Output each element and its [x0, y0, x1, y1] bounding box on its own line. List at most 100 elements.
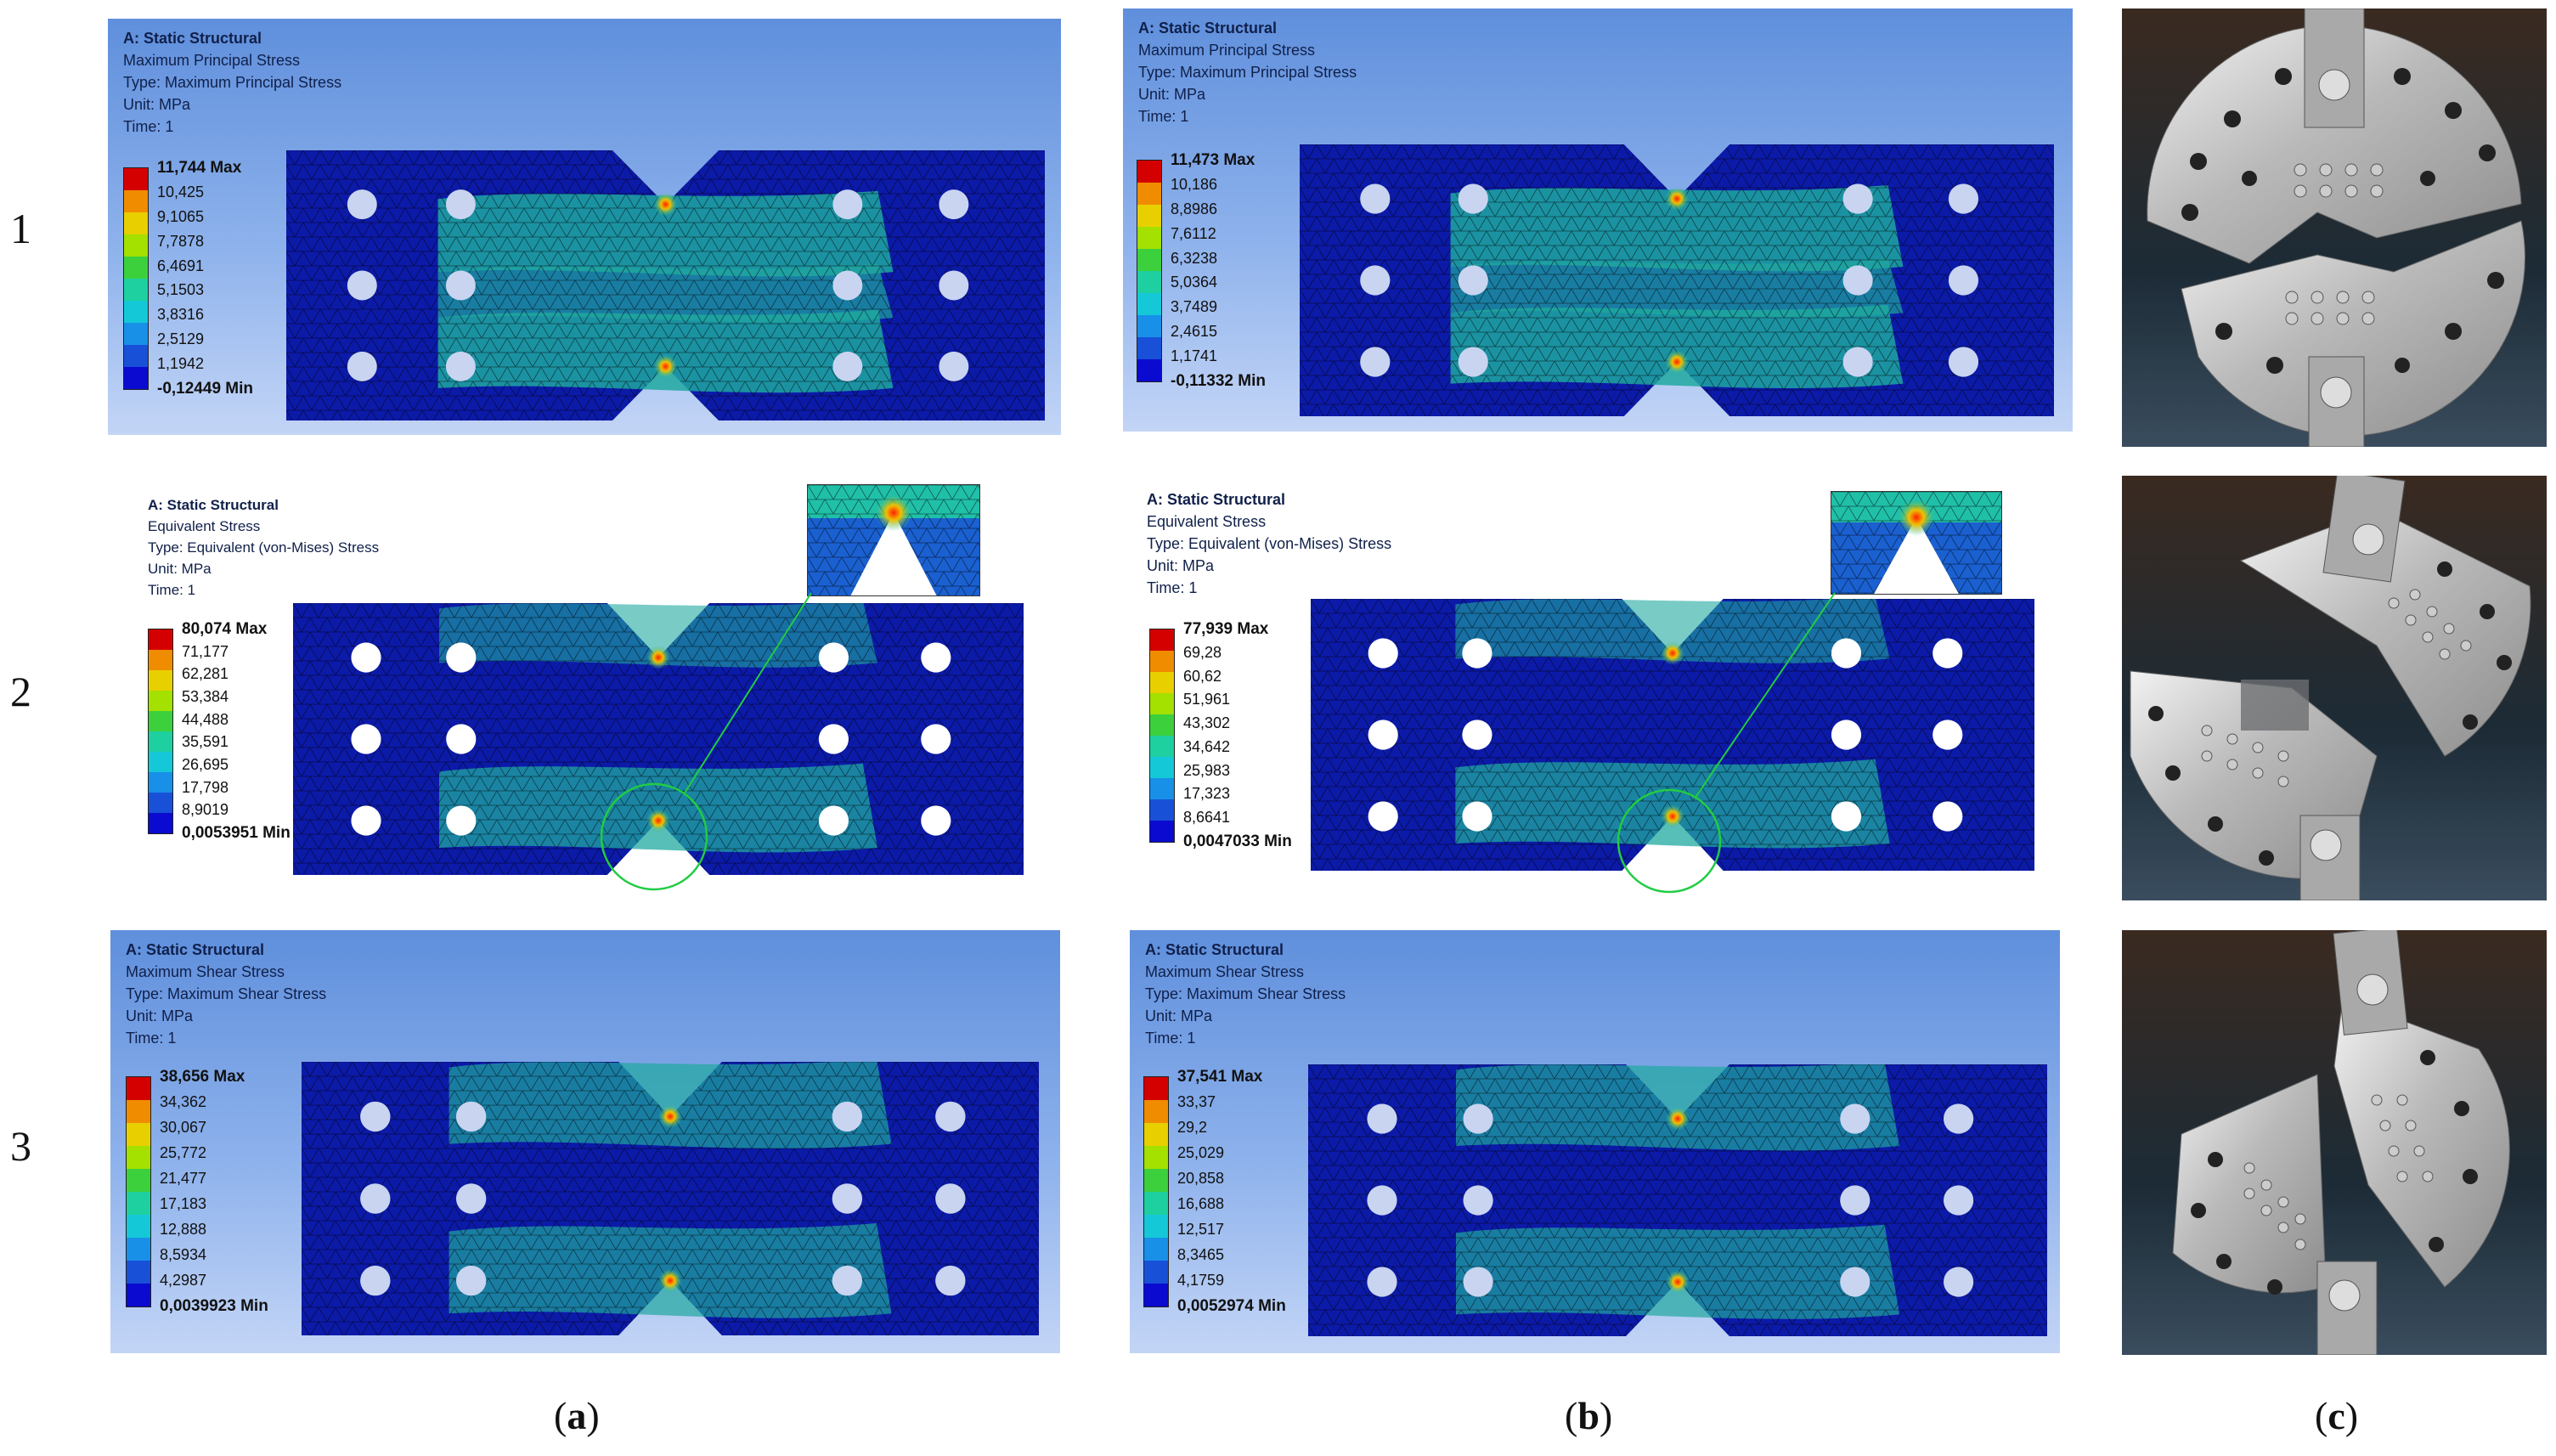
bolt-hole — [1368, 638, 1398, 669]
fractured-specimen-photo-2 — [2122, 476, 2547, 900]
result-unit: Unit: MPa — [148, 561, 212, 577]
bolt-hole — [832, 1101, 863, 1132]
legend-value: 51,961 — [1183, 691, 1231, 708]
result-unit: Unit: MPa — [123, 96, 191, 113]
stress-hotspot — [1665, 187, 1689, 211]
bolt-hole — [1368, 801, 1398, 832]
bolt-hole — [1367, 1103, 1397, 1134]
mesh-plate — [302, 1062, 1039, 1335]
legend-value: 35,591 — [182, 733, 229, 751]
fractured-specimen-photo-1 — [2122, 8, 2547, 447]
legend-max-value: 11,744 Max — [157, 159, 242, 177]
bolt-hole — [446, 642, 477, 673]
column-label-a: (a) — [554, 1394, 600, 1437]
legend-value: 5,1503 — [157, 281, 205, 299]
panel-header: A: Static Structural Equivalent Stress T… — [1147, 488, 1391, 599]
legend-value: 10,425 — [157, 183, 205, 200]
result-type: Type: Equivalent (von-Mises) Stress — [148, 539, 380, 556]
bolt-hole — [1463, 1267, 1493, 1297]
bolt-hole — [1463, 1103, 1493, 1134]
stress-hotspot — [658, 1268, 682, 1293]
result-type: Type: Maximum Shear Stress — [126, 985, 327, 1002]
legend-value: 33,37 — [1177, 1093, 1216, 1110]
analysis-title: A: Static Structural — [148, 497, 279, 513]
stress-hotspot — [1666, 1270, 1690, 1294]
legend-color-bar — [123, 167, 149, 390]
legend-value: 3,8316 — [157, 306, 205, 324]
legend-swatch — [124, 190, 148, 212]
legend-value: 20,858 — [1177, 1170, 1225, 1187]
bolt-hole — [1831, 720, 1862, 750]
bolt-hole — [1462, 720, 1492, 750]
legend-swatch — [1137, 227, 1161, 249]
legend-swatch — [149, 629, 172, 650]
legend-value: 8,8986 — [1171, 200, 1218, 217]
bolt-hole — [1944, 1103, 1974, 1134]
legend-swatch — [124, 168, 148, 190]
legend-swatch — [1144, 1100, 1168, 1123]
result-name: Maximum Principal Stress — [1138, 42, 1316, 59]
notch-zoom-inset — [807, 484, 980, 596]
bolt-hole — [1944, 1267, 1974, 1297]
mesh-plate — [1300, 144, 2054, 416]
bolt-hole — [1831, 638, 1862, 669]
legend-swatch — [1137, 249, 1161, 271]
result-time: Time: 1 — [1145, 1030, 1196, 1047]
legend-value: 26,695 — [182, 756, 229, 773]
legend-swatch — [124, 212, 148, 234]
bolt-hole — [445, 189, 476, 220]
mesh-plate — [1311, 599, 2034, 871]
legend-swatch — [127, 1261, 150, 1284]
legend-value: 8,9019 — [182, 801, 229, 819]
legend-max-value: 11,473 Max — [1171, 151, 1255, 169]
stress-hotspot — [653, 192, 678, 217]
bolt-hole — [1360, 183, 1391, 214]
legend-value: 17,323 — [1183, 785, 1231, 803]
legend-value: 16,688 — [1177, 1195, 1225, 1212]
bolt-hole — [455, 1265, 487, 1296]
bolt-hole — [1462, 801, 1492, 832]
fe-mesh — [1308, 1064, 2047, 1336]
legend-value: 25,983 — [1183, 761, 1231, 779]
bolt-hole — [1948, 347, 1979, 377]
bolt-hole — [1842, 347, 1873, 377]
legend-swatch — [1144, 1123, 1168, 1146]
bolt-hole — [446, 724, 477, 754]
mesh-plate — [293, 603, 1024, 875]
legend-value: 12,888 — [160, 1221, 207, 1238]
analysis-title: A: Static Structural — [1145, 941, 1284, 958]
stress-hotspot — [1666, 1107, 1690, 1131]
legend-value: 6,4691 — [157, 257, 205, 274]
notch-zoom-inset — [1831, 491, 2002, 595]
legend-swatch — [1144, 1238, 1168, 1261]
bolt-hole — [1842, 183, 1873, 214]
legend-value: 2,4615 — [1171, 323, 1218, 341]
fe-mesh — [286, 150, 1045, 420]
legend-swatch — [1144, 1192, 1168, 1215]
bolt-hole — [1840, 1185, 1870, 1216]
bolt-hole — [1948, 183, 1979, 214]
legend-swatch — [1150, 693, 1174, 714]
legend-swatch — [127, 1123, 150, 1146]
legend-swatch — [149, 650, 172, 670]
stress-hotspot — [653, 354, 678, 379]
bolt-hole — [935, 1265, 966, 1296]
bolt-hole — [921, 642, 951, 673]
legend-swatch — [127, 1284, 150, 1306]
panel-header: A: Static Structural Equivalent Stress T… — [148, 494, 379, 601]
legend-value: 69,28 — [1183, 643, 1222, 661]
result-type: Type: Equivalent (von-Mises) Stress — [1147, 535, 1392, 552]
legend-value: 34,642 — [1183, 737, 1231, 755]
legend-swatch — [149, 711, 172, 731]
result-name: Equivalent Stress — [1147, 513, 1267, 530]
result-time: Time: 1 — [1147, 579, 1198, 596]
legend-value: 21,477 — [160, 1170, 207, 1187]
legend-swatch — [124, 345, 148, 367]
legend-swatch — [149, 793, 172, 813]
bolt-hole — [360, 1101, 391, 1132]
legend-swatch — [1150, 736, 1174, 757]
